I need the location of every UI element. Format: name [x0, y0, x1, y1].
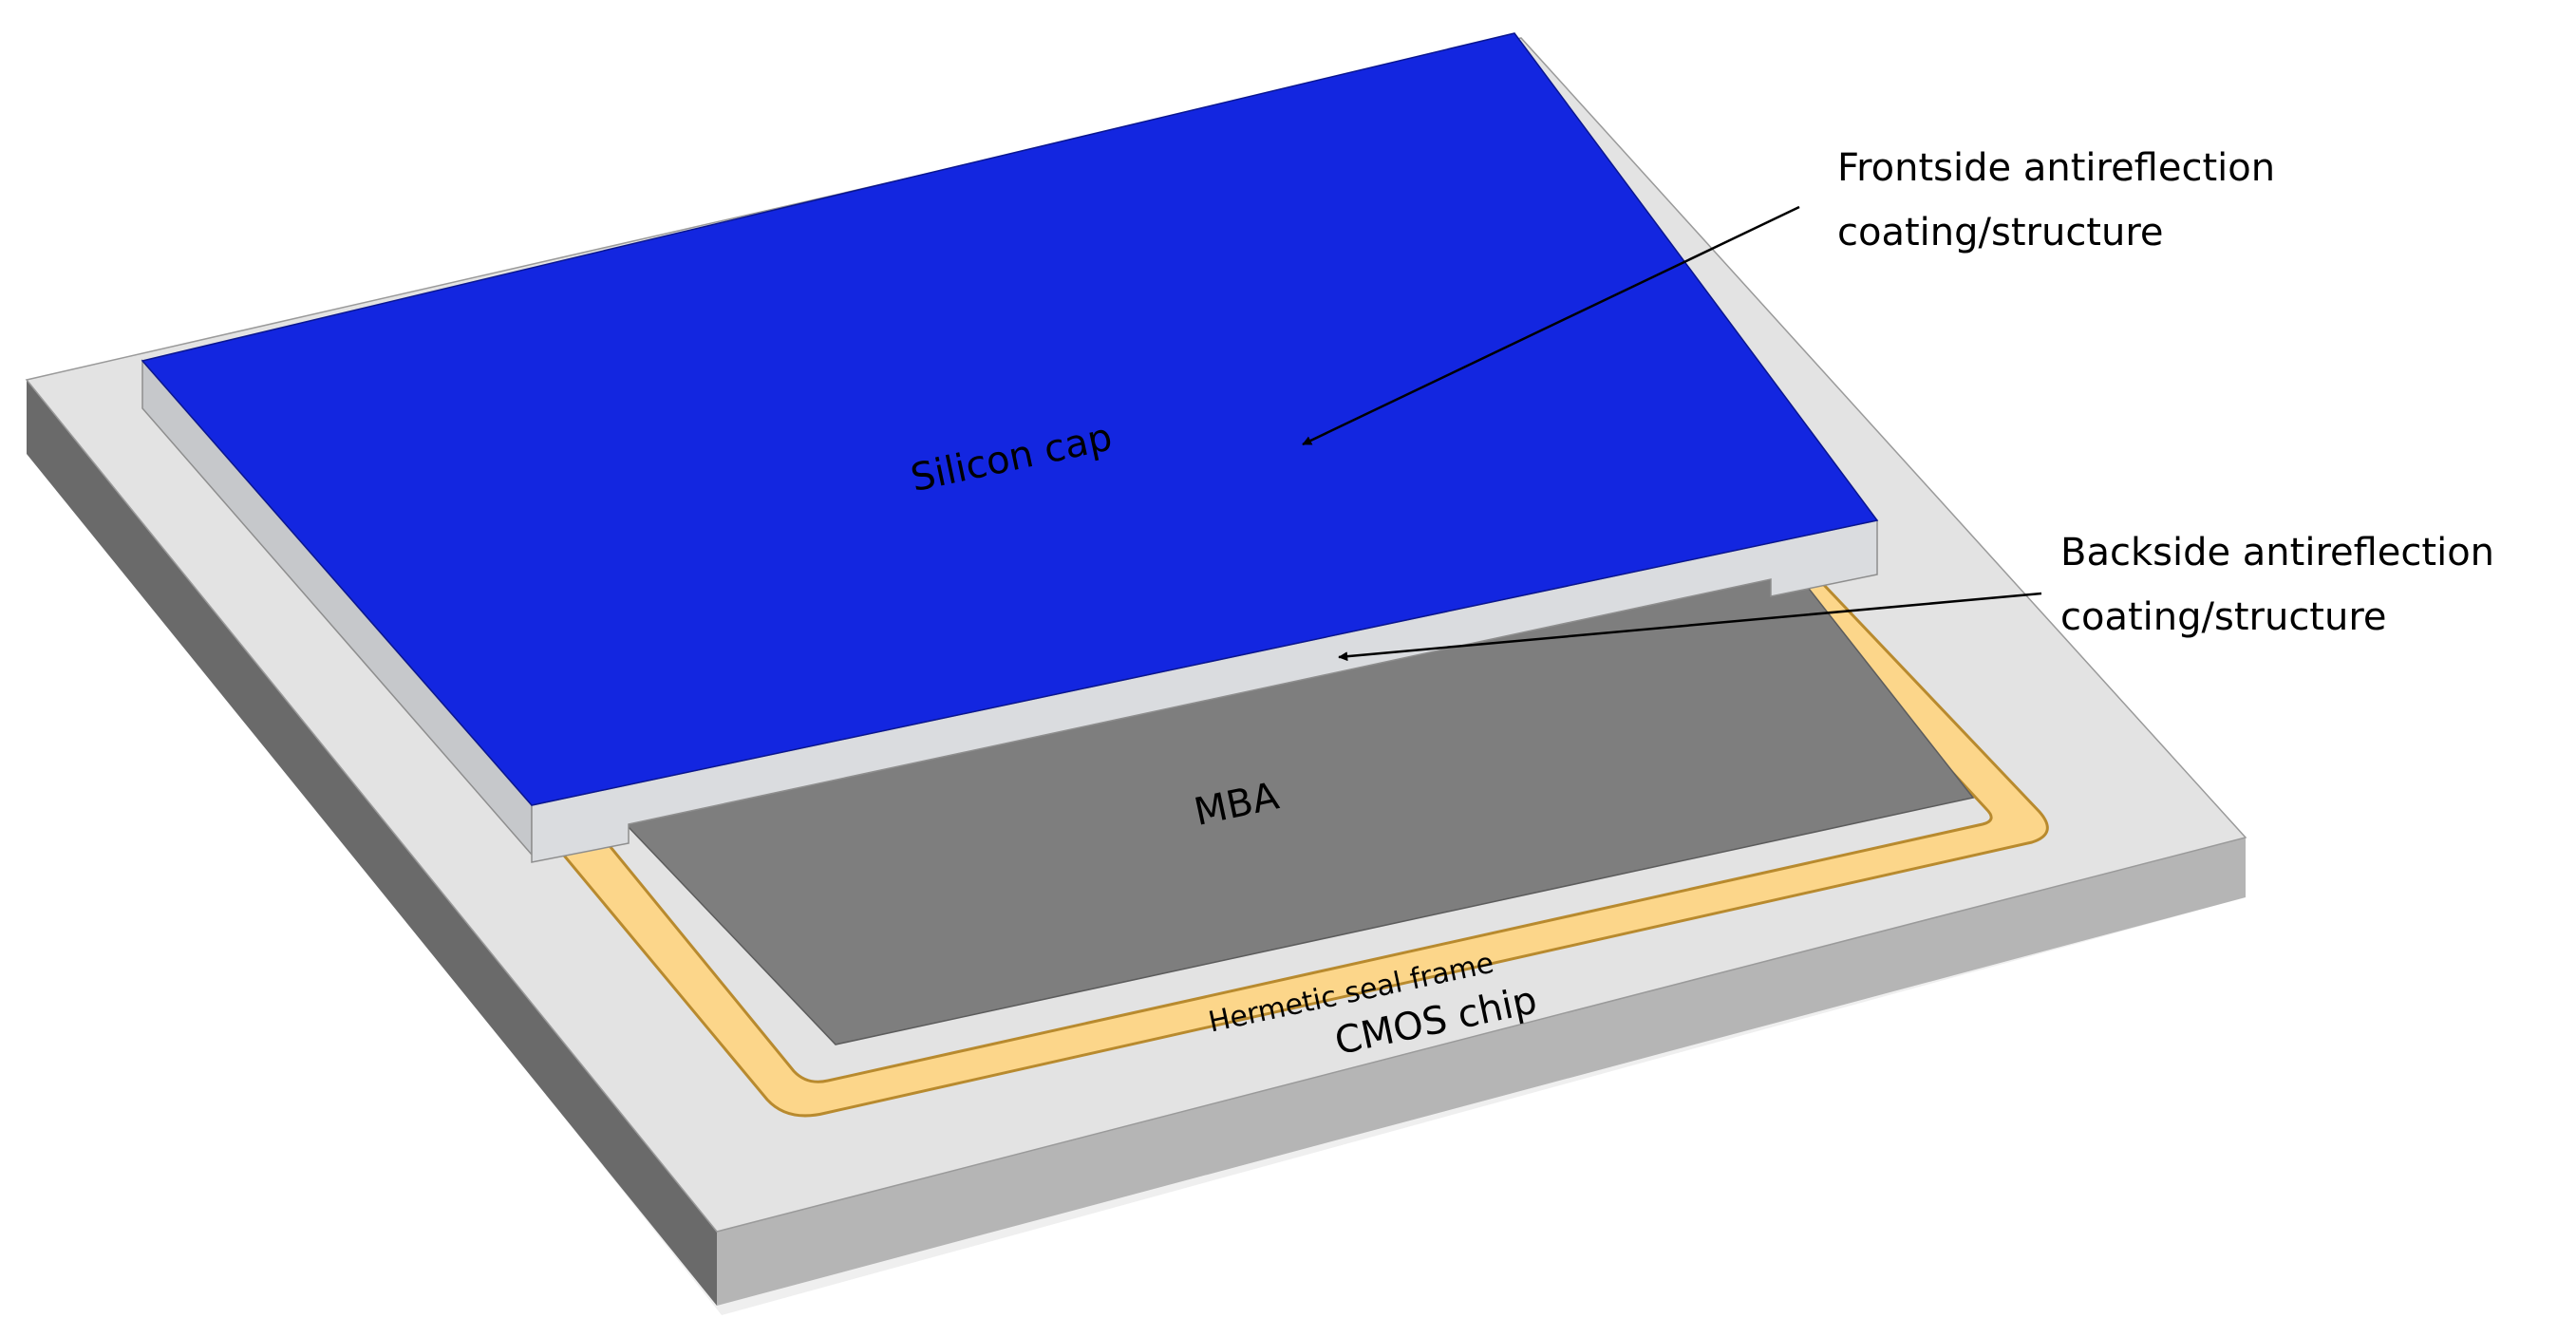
backside-label-line2: coating/structure — [2060, 595, 2387, 639]
backside-arrow — [1338, 592, 2042, 662]
frontside-label-line1: Frontside antireflection — [1837, 146, 2275, 190]
chip-front-face — [717, 838, 2246, 1306]
cap-top-face — [141, 32, 1879, 806]
silicon-cap — [141, 32, 1879, 863]
frontside-label-line2: coating/structure — [1837, 211, 2164, 254]
chip-left-face — [27, 380, 717, 1306]
cap-front-edge — [531, 519, 1878, 863]
backside-label-line1: Backside antireflection — [2060, 531, 2494, 574]
frontside-arrow — [1302, 205, 1800, 446]
